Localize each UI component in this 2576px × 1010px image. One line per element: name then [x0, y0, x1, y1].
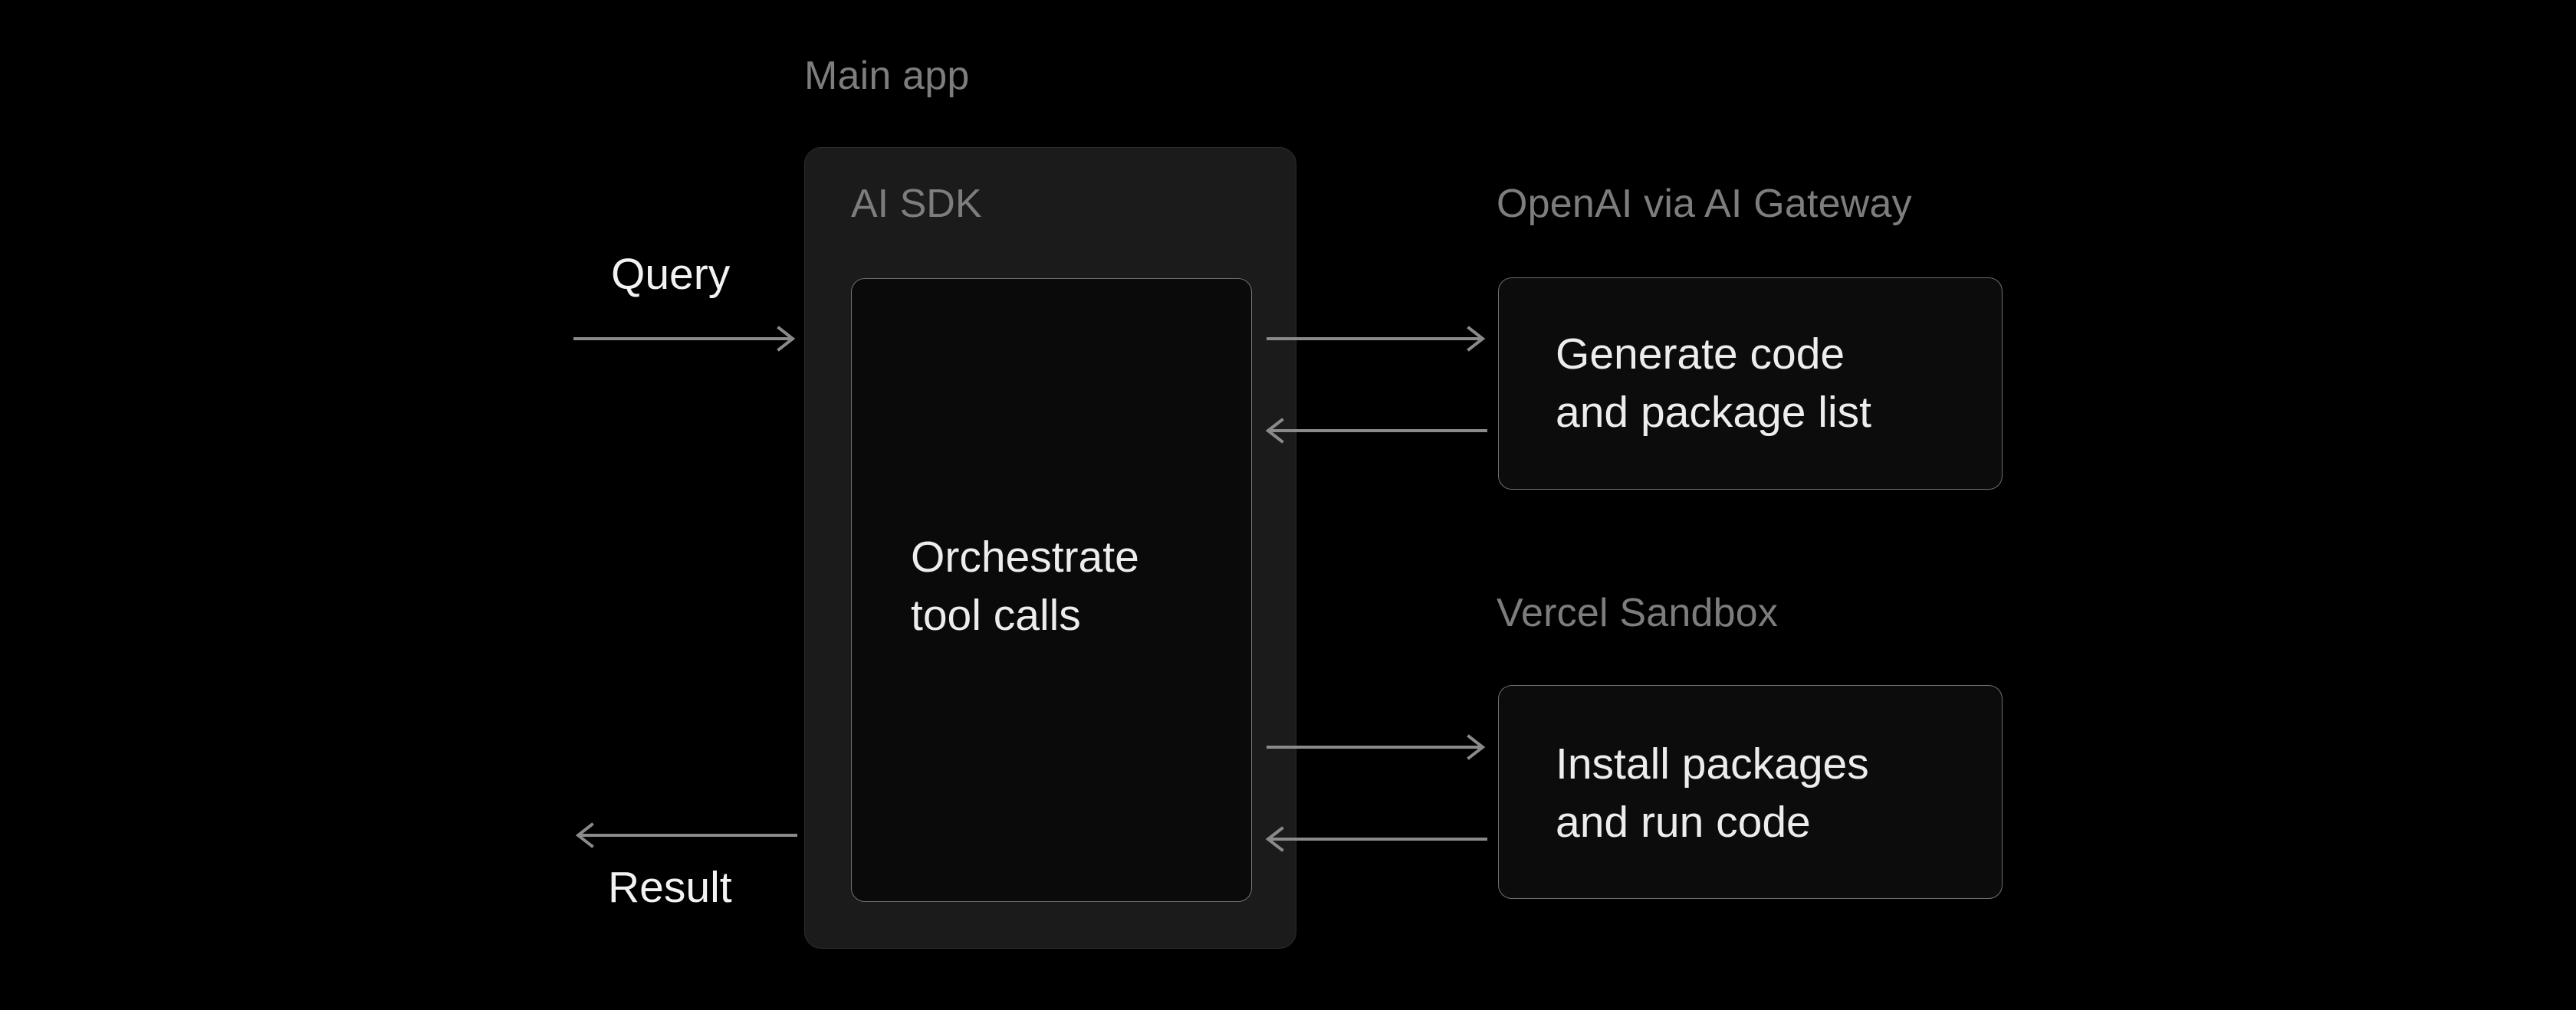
openai-to-sdk-arrow-icon	[1263, 415, 1487, 446]
sdk-to-openai-arrow-icon	[1267, 323, 1487, 354]
install-packages-node	[1498, 685, 2003, 899]
generate-code-label: Generate code and package list	[1556, 330, 1871, 437]
generate-code-node	[1498, 277, 2003, 490]
main-app-group-label: Main app	[804, 54, 970, 98]
sdk-to-sandbox-arrow-icon	[1267, 732, 1487, 762]
query-flow-label: Query	[611, 250, 731, 299]
ai-sdk-group-label: AI SDK	[851, 182, 982, 226]
result-arrow-icon	[573, 820, 797, 851]
sandbox-to-sdk-arrow-icon	[1263, 824, 1487, 854]
openai-gateway-group-label: OpenAI via AI Gateway	[1497, 182, 1912, 226]
install-packages-label: Install packages and run code	[1556, 739, 1869, 847]
orchestrate-tool-calls-label: Orchestrate tool calls	[911, 533, 1139, 640]
orchestrate-tool-calls-node	[851, 278, 1252, 902]
query-arrow-icon	[573, 323, 797, 354]
vercel-sandbox-group-label: Vercel Sandbox	[1497, 591, 1779, 635]
result-flow-label: Result	[608, 863, 732, 912]
